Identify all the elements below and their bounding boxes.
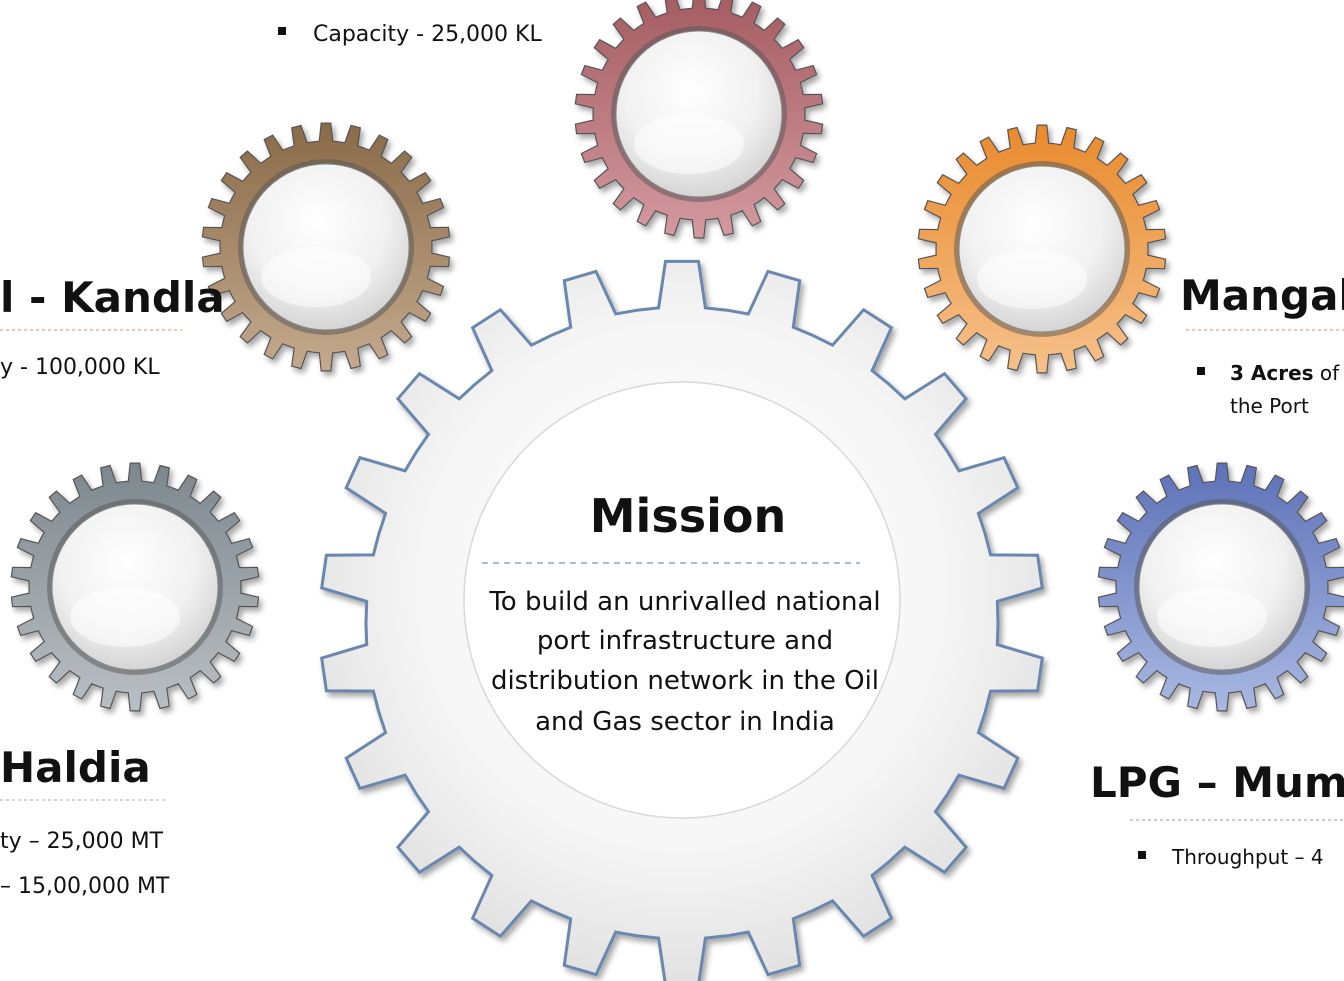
- mangalore-area-bold: 3 Acres: [1230, 361, 1314, 385]
- haldia-capacity: ty – 25,000 MT: [0, 829, 164, 854]
- top-capacity: Capacity - 25,000 KL: [313, 22, 542, 47]
- mission-gear-hub: [463, 381, 901, 819]
- bullet-square: [1197, 367, 1205, 375]
- mission-line-4: and Gas sector in India: [535, 707, 835, 737]
- mangalore-area: 3 Acres of: [1230, 361, 1340, 385]
- mission-line-1: To build an unrivalled national: [488, 587, 880, 617]
- orange-gear-highlight: [977, 249, 1087, 309]
- mangalore-area-line2: the Port: [1230, 394, 1309, 418]
- mumbai-throughput: Throughput – 4: [1171, 845, 1324, 869]
- kandla-capacity: y - 100,000 KL: [0, 355, 160, 380]
- mumbai-title: LPG – Mumbai: [1090, 758, 1344, 807]
- haldia-title: Haldia: [0, 743, 151, 792]
- mission-title: Mission: [590, 489, 786, 543]
- brown-gear-highlight: [261, 247, 371, 307]
- mission-line-3: distribution network in the Oil: [491, 666, 879, 696]
- bullet-square: [1138, 851, 1146, 859]
- kandla-title: l - Kandla: [0, 273, 225, 322]
- gray-gear-highlight: [70, 587, 180, 647]
- red-gear-highlight: [634, 114, 744, 174]
- mission-line-2: port infrastructure and: [537, 626, 833, 656]
- mangalore-area-rest: of: [1314, 361, 1341, 385]
- blue-gear-highlight: [1157, 587, 1267, 647]
- mangalore-title: Mangalor: [1180, 271, 1344, 320]
- haldia-throughput: – 15,00,000 MT: [0, 874, 170, 899]
- bullet-square: [278, 27, 286, 35]
